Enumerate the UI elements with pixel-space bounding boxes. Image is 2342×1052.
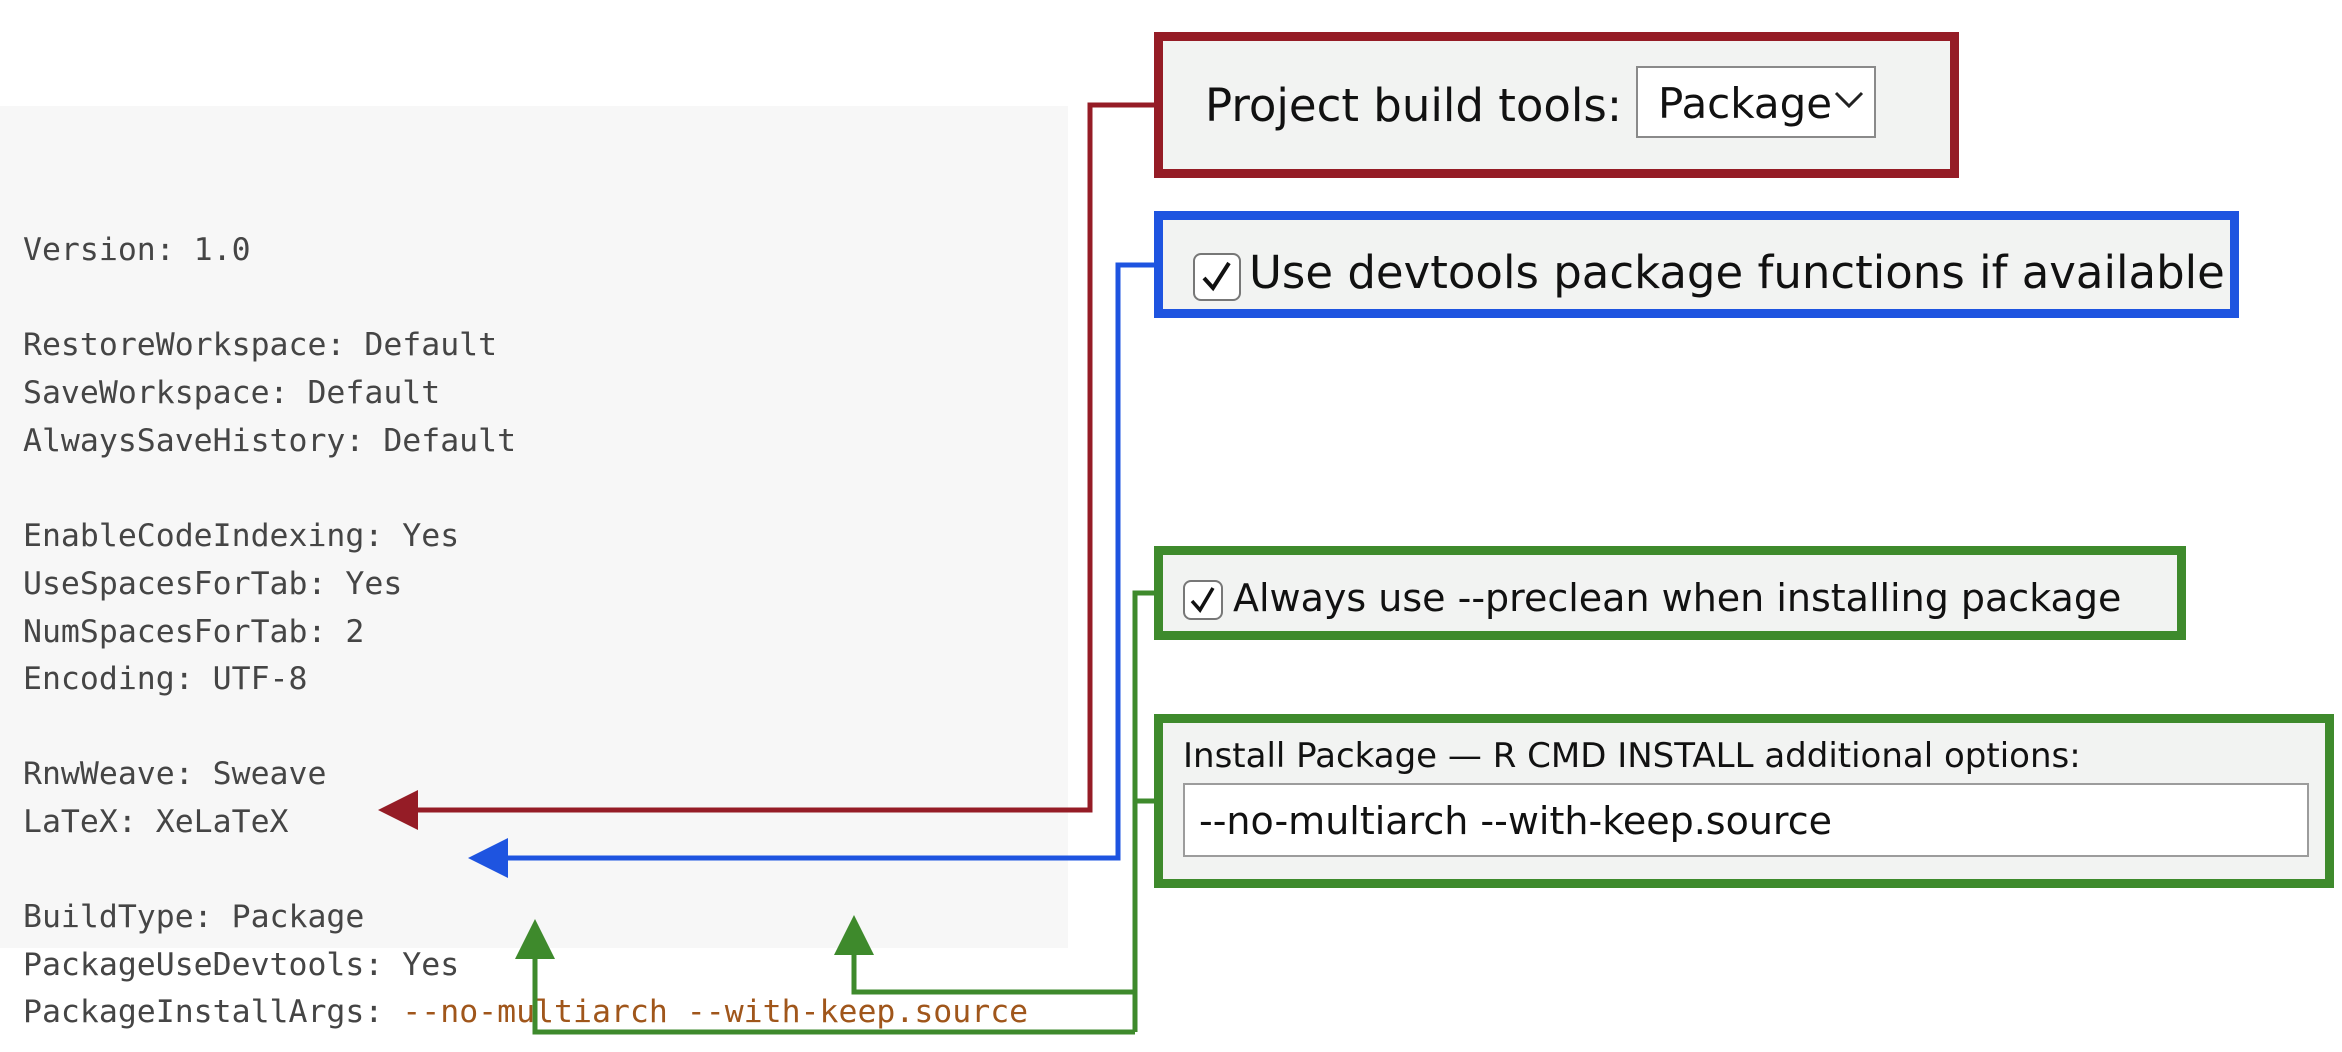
code-line-build-type: BuildType: Package <box>23 899 365 935</box>
checkmark-icon <box>1202 261 1231 292</box>
build-tools-callout: Project build tools: Package <box>1154 32 1959 178</box>
install-options-callout: Install Package — R CMD INSTALL addition… <box>1154 714 2334 888</box>
with-keep-source-arrow <box>834 915 1135 995</box>
devtools-checkbox[interactable] <box>1193 253 1241 301</box>
code-line-rnw-weave: RnwWeave: Sweave <box>23 756 327 792</box>
build-tools-label: Project build tools: <box>1205 79 1623 132</box>
code-line-version: Version: 1.0 <box>23 232 251 268</box>
code-line-use-spaces-for-tab: UseSpacesForTab: Yes <box>23 566 403 602</box>
install-options-label: Install Package — R CMD INSTALL addition… <box>1183 736 2081 776</box>
preclean-callout: Always use --preclean when installing pa… <box>1154 546 2186 640</box>
devtools-callout: Use devtools package functions if availa… <box>1154 211 2239 318</box>
code-line-save-workspace: SaveWorkspace: Default <box>23 375 441 411</box>
preclean-checkbox-label: Always use --preclean when installing pa… <box>1233 576 2122 620</box>
install-args-key: PackageInstallArgs: <box>23 994 403 1030</box>
devtools-arrow <box>468 262 1154 878</box>
preclean-connector <box>1132 590 1154 1032</box>
build-type-arrow <box>378 102 1154 830</box>
install-options-input-value: --no-multiarch --with-keep.source <box>1199 799 1832 843</box>
no-multiarch-arrow <box>515 919 1135 1035</box>
preclean-checkbox[interactable] <box>1183 580 1223 620</box>
code-line-package-use-devtools: PackageUseDevtools: Yes <box>23 947 460 983</box>
checkmark-icon <box>1190 587 1215 613</box>
chevron-down-icon <box>1834 91 1864 109</box>
code-line-encoding: Encoding: UTF-8 <box>23 661 308 697</box>
code-line-latex: LaTeX: XeLaTeX <box>23 804 289 840</box>
devtools-checkbox-label: Use devtools package functions if availa… <box>1249 246 2225 299</box>
build-tools-select-value: Package <box>1658 79 1833 128</box>
code-line-enable-code-indexing: EnableCodeIndexing: Yes <box>23 518 460 554</box>
code-line-num-spaces-for-tab: NumSpacesForTab: 2 <box>23 614 365 650</box>
install-options-input[interactable]: --no-multiarch --with-keep.source <box>1183 783 2309 857</box>
build-tools-select[interactable]: Package <box>1636 66 1876 138</box>
code-line-always-save-history: AlwaysSaveHistory: Default <box>23 423 517 459</box>
code-line-restore-workspace: RestoreWorkspace: Default <box>23 327 498 363</box>
